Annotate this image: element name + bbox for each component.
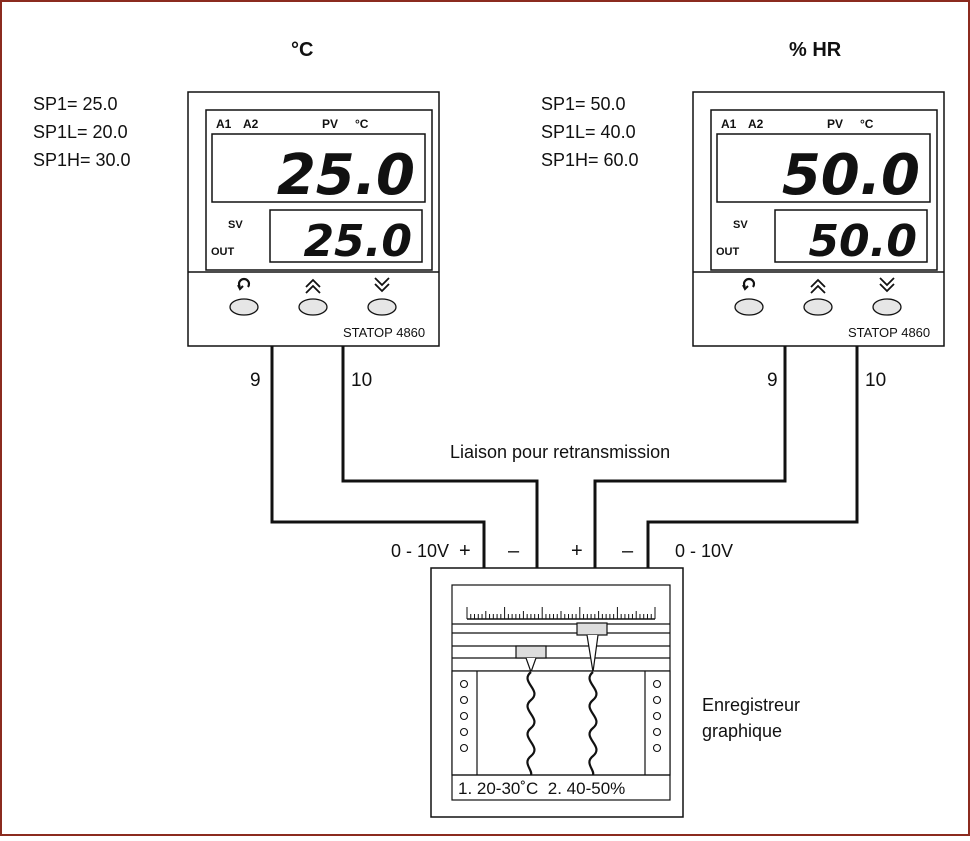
left-down-button[interactable]	[367, 298, 397, 316]
pen-carriage-1	[515, 645, 547, 674]
right-unit-title: % HR	[789, 39, 842, 61]
left-pv-display	[211, 133, 426, 203]
wire-right-9	[593, 346, 787, 568]
left-sv-display	[269, 209, 423, 263]
recorder-scale	[466, 607, 656, 620]
left-controller: A1 A2 PV °C 25.0 SV OUT 25.0 STATOP 4860	[187, 91, 440, 347]
right-sp1l: SP1L= 40.0	[541, 122, 636, 142]
right-up-button[interactable]	[803, 298, 833, 316]
left-label-a1: A1	[216, 117, 232, 131]
right-sv-value: 50.0	[808, 216, 917, 267]
left-sp1: SP1= 25.0	[33, 94, 118, 114]
left-sp1l: SP1L= 20.0	[33, 122, 128, 142]
left-terminal-10: 10	[351, 370, 372, 391]
left-pv-value: 25.0	[277, 143, 415, 208]
chart-paper	[451, 670, 671, 776]
wire-right-10	[646, 346, 859, 568]
recorder-label-line2: graphique	[702, 721, 782, 741]
left-up-button[interactable]	[298, 298, 328, 316]
left-plus: +	[459, 540, 471, 562]
right-sp1: SP1= 50.0	[541, 94, 626, 114]
right-label-pv: PV	[827, 117, 843, 131]
right-label-out: OUT	[716, 246, 740, 258]
recorder-label-line1: Enregistreur	[702, 695, 800, 715]
left-label-pv: PV	[322, 117, 338, 131]
left-label-sv: SV	[228, 219, 243, 231]
left-model-label: STATOP 4860	[343, 325, 425, 340]
right-sv-display	[774, 209, 928, 263]
pen-carriage-2	[576, 622, 608, 673]
right-sp1h: SP1H= 60.0	[541, 150, 639, 170]
right-label-sv: SV	[733, 219, 748, 231]
right-range-label: 0 - 10V	[675, 541, 733, 561]
left-range-label: 0 - 10V	[391, 541, 449, 561]
trace-channel-1	[526, 671, 536, 776]
recorder-channels-legend: 1. 20-30˚C 2. 40-50%	[458, 779, 625, 798]
right-terminal-9: 9	[767, 370, 778, 391]
loop-arrow-icon	[237, 277, 251, 291]
right-terminal-10: 10	[865, 370, 886, 391]
left-label-a2: A2	[243, 117, 259, 131]
wire-left-10	[341, 346, 539, 568]
right-pv-display	[716, 133, 931, 203]
right-label-a2: A2	[748, 117, 764, 131]
left-mode-button[interactable]	[229, 298, 259, 316]
wiring	[270, 346, 859, 568]
left-label-out: OUT	[211, 246, 235, 258]
right-controller: A1 A2 PV °C 50.0 SV OUT 50.0 STATOP 4860	[692, 91, 945, 347]
double-chevron-up-icon	[810, 278, 826, 294]
trace-channel-2	[588, 671, 598, 776]
left-sv-value: 25.0	[303, 216, 412, 267]
double-chevron-down-icon	[879, 277, 895, 293]
paper-holes-right	[652, 679, 662, 753]
right-label-a1: A1	[721, 117, 737, 131]
left-unit-title: °C	[291, 39, 313, 61]
right-label-deg: °C	[860, 117, 874, 131]
right-minus: –	[622, 540, 634, 562]
right-model-label: STATOP 4860	[848, 325, 930, 340]
loop-arrow-icon	[742, 277, 756, 291]
left-minus: –	[508, 540, 520, 562]
wire-left-9	[270, 346, 486, 568]
left-terminal-9: 9	[250, 370, 261, 391]
right-mode-button[interactable]	[734, 298, 764, 316]
paper-holes-left	[459, 679, 469, 753]
right-pv-value: 50.0	[782, 143, 920, 208]
double-chevron-up-icon	[305, 278, 321, 294]
right-down-button[interactable]	[872, 298, 902, 316]
right-plus: +	[571, 540, 583, 562]
left-label-deg: °C	[355, 117, 369, 131]
link-label: Liaison pour retransmission	[450, 442, 670, 462]
left-sp1h: SP1H= 30.0	[33, 150, 131, 170]
chart-recorder: 1. 20-30˚C 2. 40-50%	[430, 567, 684, 818]
double-chevron-down-icon	[374, 277, 390, 293]
